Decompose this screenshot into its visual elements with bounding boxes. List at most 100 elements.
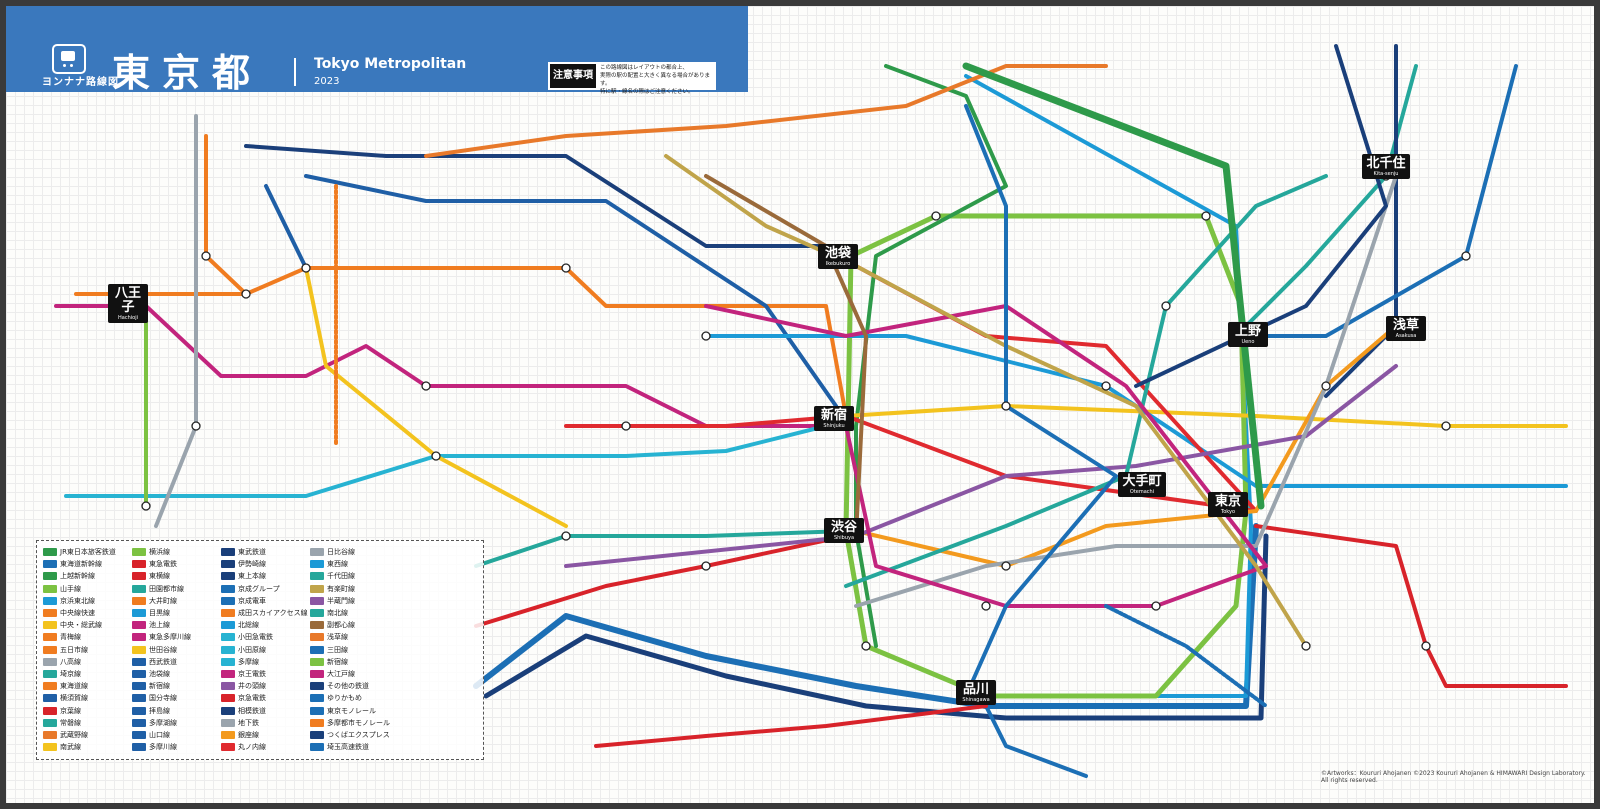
- legend-label: 多摩川線: [149, 743, 177, 752]
- legend-swatch: [132, 645, 146, 654]
- legend-item: 南武線: [43, 742, 81, 752]
- line-musashino: [424, 64, 1108, 158]
- line-odakyu: [64, 424, 828, 498]
- legend-item: 多摩線: [221, 657, 259, 667]
- legend-item: 中央線快速: [43, 608, 95, 618]
- legend-swatch: [43, 743, 57, 752]
- line-chuo-rapid: [74, 266, 848, 418]
- legend-swatch: [221, 548, 235, 556]
- legend-item: 池上線: [132, 620, 170, 630]
- legend-swatch: [43, 731, 57, 739]
- map-title-en: Tokyo Metropolitan: [314, 56, 467, 72]
- legend-item: 常磐線: [43, 718, 81, 728]
- line-oedo: [704, 304, 1268, 608]
- legend-swatch: [221, 694, 235, 703]
- legend-item: 京浜東北線: [43, 596, 95, 606]
- legend-label: 目黒線: [149, 609, 170, 617]
- legend-swatch: [132, 584, 146, 593]
- legend-label: 京葉線: [60, 706, 81, 715]
- legend-item: 東京モノレール: [310, 706, 376, 716]
- legend-item: 丸ノ内線: [221, 742, 266, 752]
- legend-swatch: [221, 633, 235, 642]
- legend-swatch: [221, 645, 235, 654]
- legend-item: 横浜線: [132, 547, 170, 557]
- legend-item: JR東日本旅客鉄道: [43, 547, 116, 557]
- notice-text: この路線図はレイアウトの都合上、 実際の駅の配置と大きく異なる場合があります。 …: [600, 64, 714, 96]
- legend-item: 大井町線: [132, 596, 177, 606]
- legend-swatch: [310, 633, 324, 642]
- legend-label: その他の鉄道: [327, 682, 369, 691]
- line-den-en-toshi: [474, 529, 848, 568]
- legend-label: 新宿線: [149, 682, 170, 691]
- legend-swatch: [132, 657, 146, 666]
- legend-label: 東上本線: [238, 572, 266, 581]
- map-year: 2023: [314, 76, 340, 87]
- notice-tag: 注意事項: [550, 64, 596, 88]
- legend-swatch: [310, 560, 324, 569]
- legend-swatch: [43, 584, 57, 593]
- legend: JR東日本旅客鉄道東海道新幹線上越新幹線山手線京浜東北線中央線快速中央・総武線青…: [36, 540, 484, 760]
- legend-label: 横須賀線: [60, 694, 88, 703]
- legend-label: つくばエクスプレス: [327, 731, 390, 739]
- map-title-jp: 東京都: [112, 51, 263, 95]
- legend-swatch: [310, 621, 324, 630]
- legend-label: 京成電車: [238, 596, 266, 605]
- line-tsukuba-express: [1134, 44, 1388, 388]
- legend-label: 東海道新幹線: [60, 560, 102, 569]
- legend-swatch: [43, 706, 57, 715]
- legend-label: 山手線: [60, 584, 81, 593]
- legend-label: 世田谷線: [149, 645, 177, 654]
- legend-swatch: [221, 584, 235, 593]
- legend-swatch: [310, 731, 324, 739]
- legend-item: 中央・総武線: [43, 620, 102, 630]
- line-joban: [1244, 64, 1418, 328]
- legend-label: 八高線: [60, 657, 81, 666]
- legend-label: 多摩都市モノレール: [327, 718, 390, 727]
- line-sobu: [844, 404, 1568, 428]
- legend-swatch: [221, 706, 235, 715]
- legend-label: 池上線: [149, 621, 170, 630]
- legend-item: 山口線: [132, 730, 170, 740]
- legend-item: 池袋線: [132, 669, 170, 679]
- legend-label: 相模鉄道: [238, 706, 266, 715]
- line-monorail: [984, 704, 1088, 778]
- legend-item: 多摩川線: [132, 742, 177, 752]
- legend-item: 成田スカイアクセス線: [221, 608, 308, 618]
- legend-swatch: [221, 718, 235, 727]
- legend-label: 東海道線: [60, 682, 88, 691]
- legend-label: 五日市線: [60, 645, 88, 654]
- legend-swatch: [132, 718, 146, 727]
- legend-item: 北総線: [221, 620, 259, 630]
- legend-label: JR東日本旅客鉄道: [60, 548, 116, 556]
- legend-label: 小田原線: [238, 645, 266, 654]
- legend-label: 井の頭線: [238, 682, 266, 691]
- legend-item: 上越新幹線: [43, 571, 95, 581]
- legend-swatch: [43, 572, 57, 581]
- legend-label: 成田スカイアクセス線: [238, 609, 308, 617]
- legend-swatch: [310, 670, 324, 678]
- legend-swatch: [310, 645, 324, 654]
- line-seibu-tamako: [264, 184, 308, 270]
- legend-label: 東西線: [327, 560, 348, 569]
- legend-label: 東急多摩川線: [149, 633, 191, 642]
- legend-item: 京葉線: [43, 706, 81, 716]
- legend-label: 京王電鉄: [238, 670, 266, 678]
- line-yamanote: [843, 213, 1249, 699]
- line-yurikamome: [1104, 604, 1268, 708]
- legend-swatch: [132, 682, 146, 691]
- legend-swatch: [43, 694, 57, 703]
- legend-swatch: [132, 560, 146, 569]
- brand-name: ヨンナナ路線図: [42, 77, 119, 88]
- legend-swatch: [43, 670, 57, 678]
- legend-swatch: [132, 743, 146, 752]
